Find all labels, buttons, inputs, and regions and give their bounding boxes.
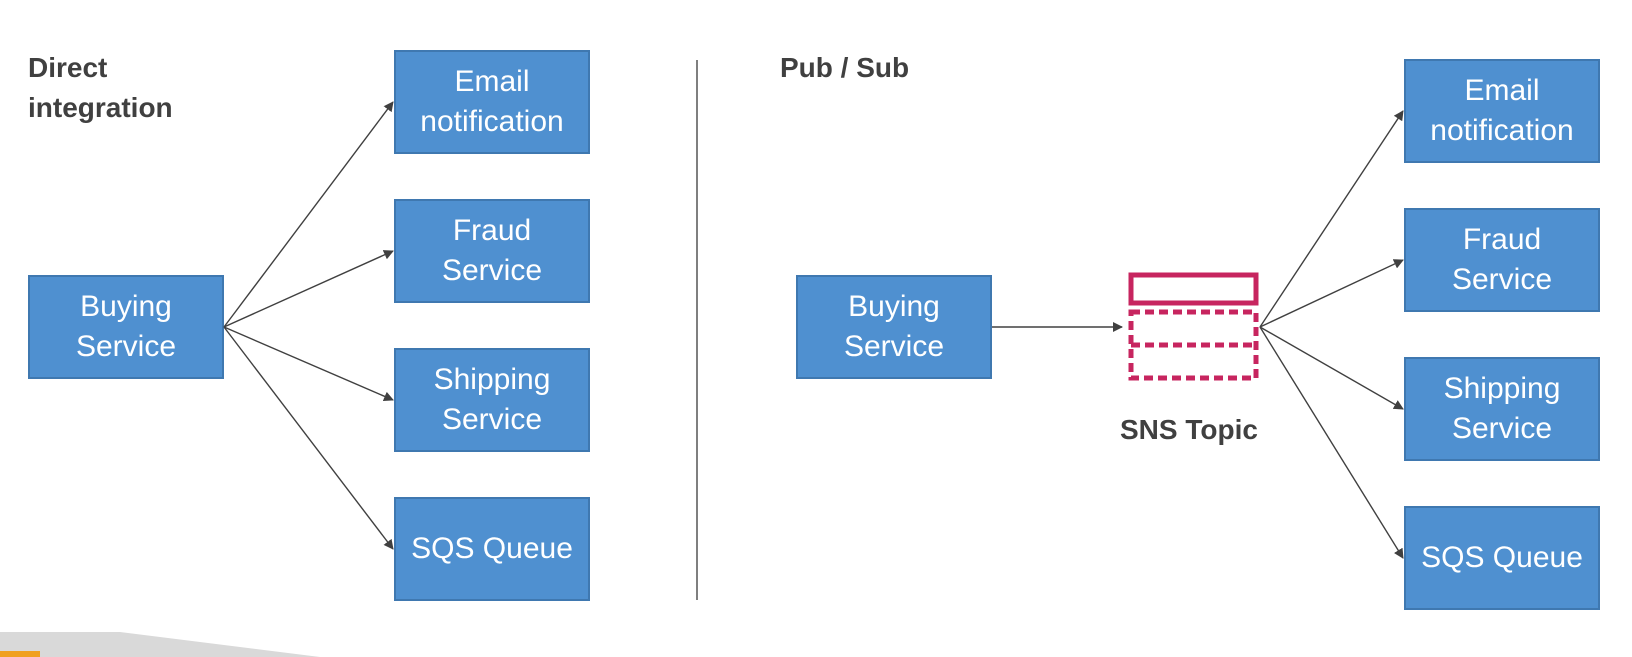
left-buying-service-label: Buying Service <box>75 290 177 363</box>
arrow-left-to-sqs <box>223 326 394 550</box>
right-sqs-queue-label: SQS Queue <box>1421 541 1583 574</box>
arrow-topic-to-sqs <box>1259 326 1404 559</box>
right-shipping-service-label: Shipping Service <box>1443 372 1561 445</box>
left-email-notification-box: Email notification <box>394 50 590 154</box>
left-sqs-queue-box: SQS Queue <box>394 497 590 601</box>
right-sqs-queue-box: SQS Queue <box>1404 506 1600 610</box>
left-sqs-queue-label: SQS Queue <box>411 532 573 565</box>
sns-topic-icon <box>1128 272 1259 381</box>
left-fraud-service-box: Fraud Service <box>394 199 590 303</box>
sns-topic-label: SNS Topic <box>1120 414 1258 445</box>
arrow-topic-to-shipping <box>1259 326 1404 410</box>
panel-divider <box>696 60 698 600</box>
right-email-notification-box: Email notification <box>1404 59 1600 163</box>
direct-integration-heading: Direct integration <box>28 52 173 123</box>
arrow-topic-to-fraud <box>1259 259 1404 328</box>
left-shipping-service-box: Shipping Service <box>394 348 590 452</box>
left-email-notification-label: Email notification <box>420 65 564 138</box>
right-fraud-service-box: Fraud Service <box>1404 208 1600 312</box>
arrow-left-to-email <box>223 101 394 328</box>
left-fraud-service-label: Fraud Service <box>441 214 543 287</box>
right-buying-service-label: Buying Service <box>843 290 945 363</box>
arrow-left-to-fraud <box>223 250 394 328</box>
arrow-topic-to-email <box>1259 110 1404 328</box>
right-shipping-service-box: Shipping Service <box>1404 357 1600 461</box>
left-shipping-service-label: Shipping Service <box>433 363 551 436</box>
right-buying-service-box: Buying Service <box>796 275 992 379</box>
arrow-left-to-shipping <box>223 326 394 402</box>
left-buying-service-box: Buying Service <box>28 275 224 379</box>
right-fraud-service-label: Fraud Service <box>1451 223 1553 296</box>
pub-sub-heading: Pub / Sub <box>780 52 910 83</box>
right-email-notification-label: Email notification <box>1430 74 1574 147</box>
